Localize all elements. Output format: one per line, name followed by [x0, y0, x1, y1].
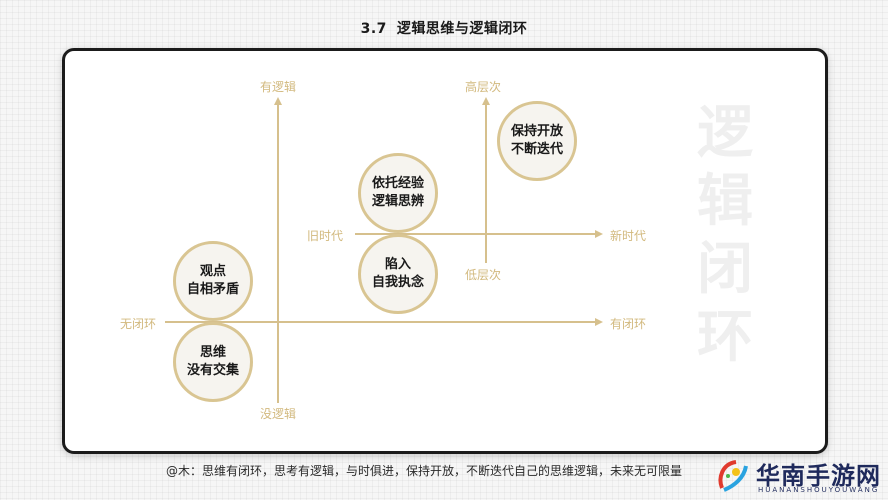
section-title: 逻辑思维与逻辑闭环 — [396, 21, 528, 37]
right-x-axis — [355, 233, 595, 235]
right-y-axis-bottom-label: 低层次 — [465, 268, 502, 282]
left-x-axis-left-label: 无闭环 — [120, 317, 157, 331]
left-y-axis — [277, 103, 279, 403]
logo-subtitle: HUANANSHOUYOUWANG — [758, 486, 880, 494]
vertical-watermark: 逻 辑 闭 环 — [697, 101, 753, 370]
section-number: 3.7 — [360, 21, 387, 37]
site-logo[interactable]: 华南手游网 HUANANSHOUYOUWANG — [716, 456, 888, 500]
right-x-axis-arrow — [595, 230, 603, 238]
page-title: 3.7 逻辑思维与逻辑闭环 — [0, 18, 888, 38]
right-x-axis-left-label: 旧时代 — [307, 229, 344, 243]
circle-open-iterate: 保持开放 不断迭代 — [497, 101, 577, 181]
right-y-axis-top-label: 高层次 — [465, 80, 502, 94]
logo-swirl-icon — [718, 460, 748, 492]
left-x-axis — [165, 321, 597, 323]
circle-self-obsession: 陷入 自我执念 — [358, 234, 438, 314]
circle-contradictory-views: 观点 自相矛盾 — [173, 241, 253, 321]
diagram-card: 有逻辑 没逻辑 无闭环 有闭环 观点 自相矛盾 思维 没有交集 高层次 低层次 … — [62, 48, 828, 454]
left-y-axis-arrow — [274, 97, 282, 105]
left-x-axis-right-label: 有闭环 — [610, 317, 647, 331]
left-y-axis-top-label: 有逻辑 — [260, 80, 297, 94]
right-y-axis-arrow — [482, 97, 490, 105]
right-x-axis-right-label: 新时代 — [610, 229, 647, 243]
left-y-axis-bottom-label: 没逻辑 — [260, 407, 297, 421]
left-x-axis-arrow — [595, 318, 603, 326]
logo-name: 华南手游网 — [756, 462, 881, 490]
circle-no-intersection: 思维 没有交集 — [173, 322, 253, 402]
right-y-axis — [485, 103, 487, 263]
circle-experience-reasoning: 依托经验 逻辑思辨 — [358, 153, 438, 233]
caption-text: @木：思维有闭环，思考有逻辑，与时俱进，保持开放，不断迭代自己的思维逻辑，未来无… — [166, 464, 683, 478]
